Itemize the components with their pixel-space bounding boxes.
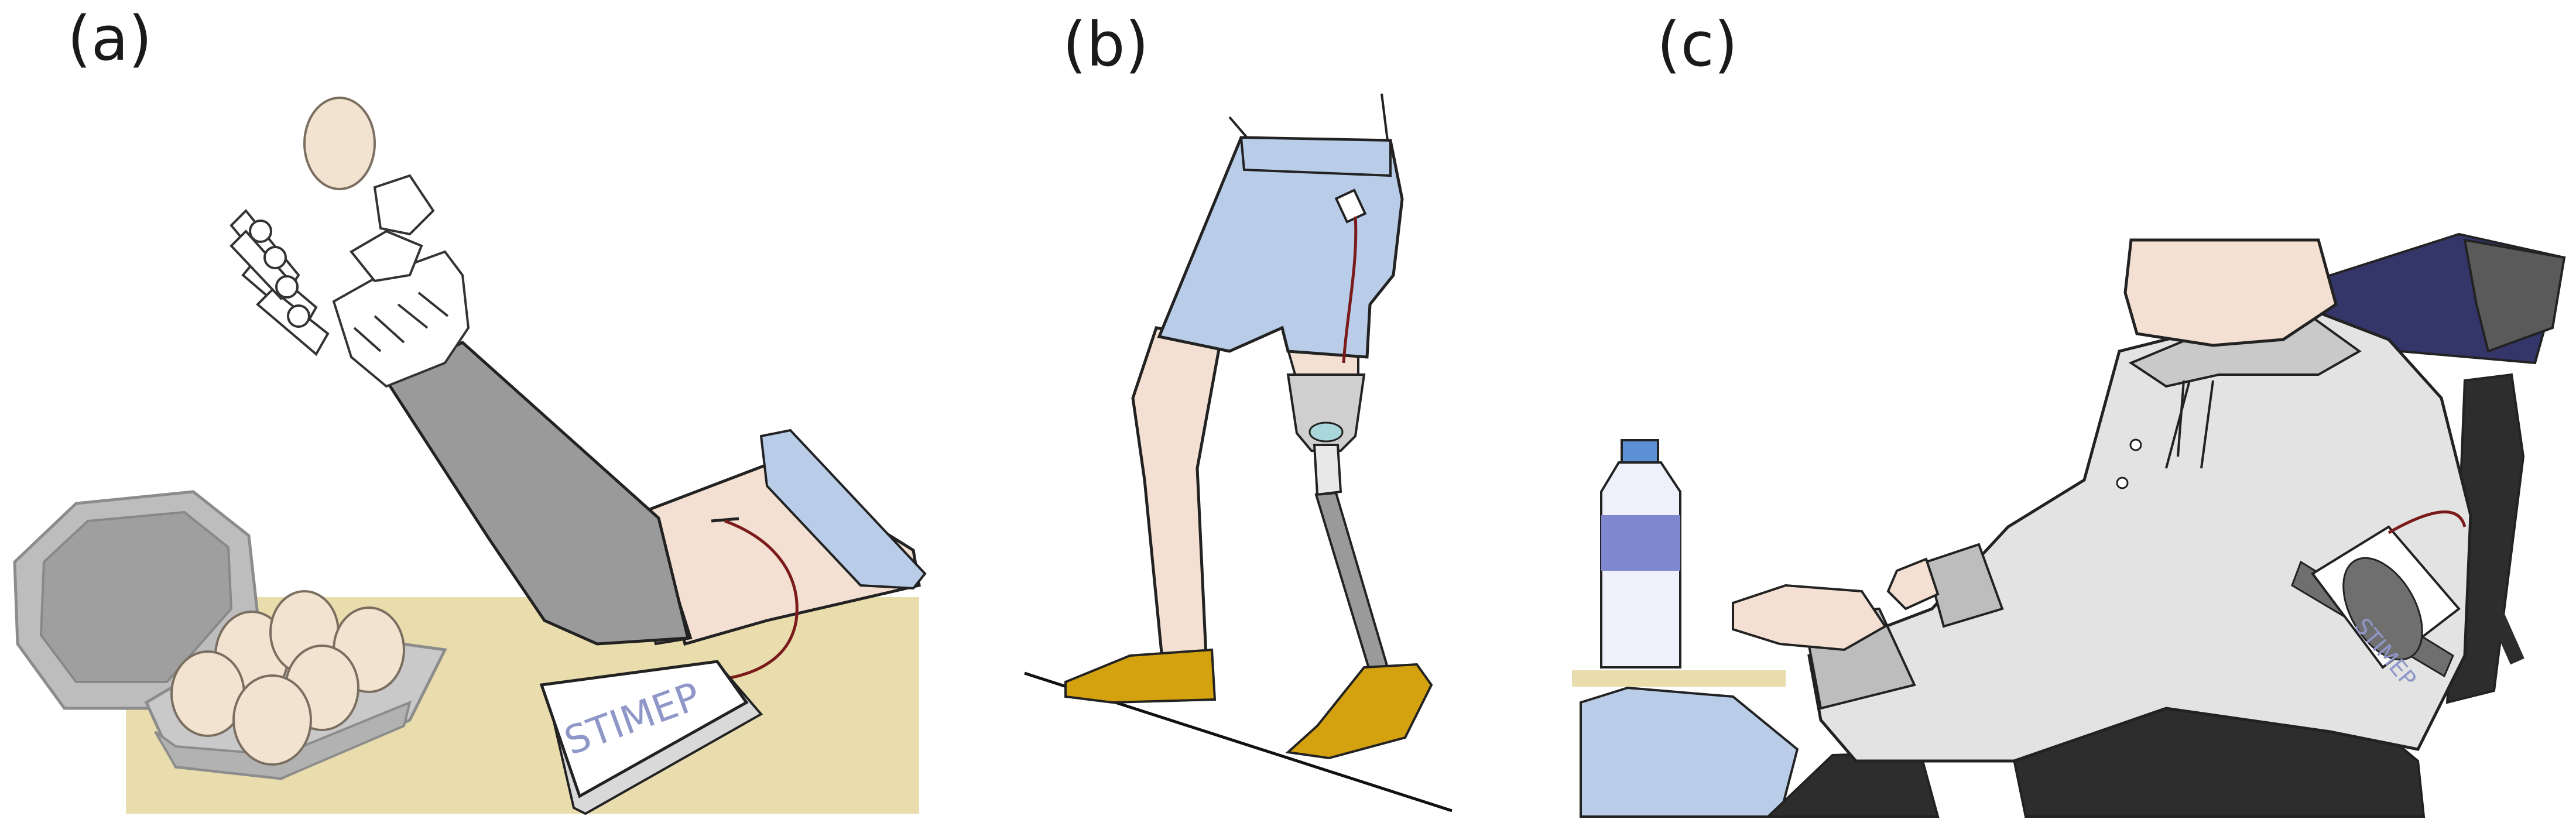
cable <box>722 519 799 681</box>
shoe-left <box>1064 648 1217 704</box>
shoe-prosthetic <box>1285 663 1433 760</box>
prosthesis-socket-b <box>1286 373 1366 452</box>
panel-b-illustration <box>1024 93 1453 813</box>
panel-c-illustration: STIMEP <box>1572 232 2566 818</box>
water-bottle <box>1600 439 1681 669</box>
shorts <box>1157 136 1404 359</box>
panel-a-illustration: STIMEP <box>13 97 927 815</box>
hoodie <box>1807 308 2472 763</box>
knees <box>1580 686 1799 818</box>
prosthesis-pylon <box>1313 444 1342 496</box>
egg <box>232 674 312 766</box>
head <box>2123 238 2338 347</box>
cable-b <box>1342 216 1358 364</box>
hand-left <box>1732 584 1887 652</box>
side-table <box>1572 670 1786 687</box>
eggs <box>170 590 405 766</box>
stimulator-device-a: STIMEP <box>539 660 763 815</box>
cable-c <box>2387 510 2467 534</box>
panel-label-b: (b) <box>1063 9 1149 80</box>
prosthetic-hand <box>229 174 470 388</box>
shirt-sleeve <box>759 429 927 590</box>
intact-leg <box>1131 326 1222 660</box>
electrode <box>711 517 739 523</box>
held-egg <box>303 97 376 190</box>
hand-right <box>1886 557 1940 611</box>
panel-label-a: (a) <box>67 3 152 74</box>
prosthetic-forearm <box>384 341 690 646</box>
panel-label-c: (c) <box>1657 9 1738 80</box>
